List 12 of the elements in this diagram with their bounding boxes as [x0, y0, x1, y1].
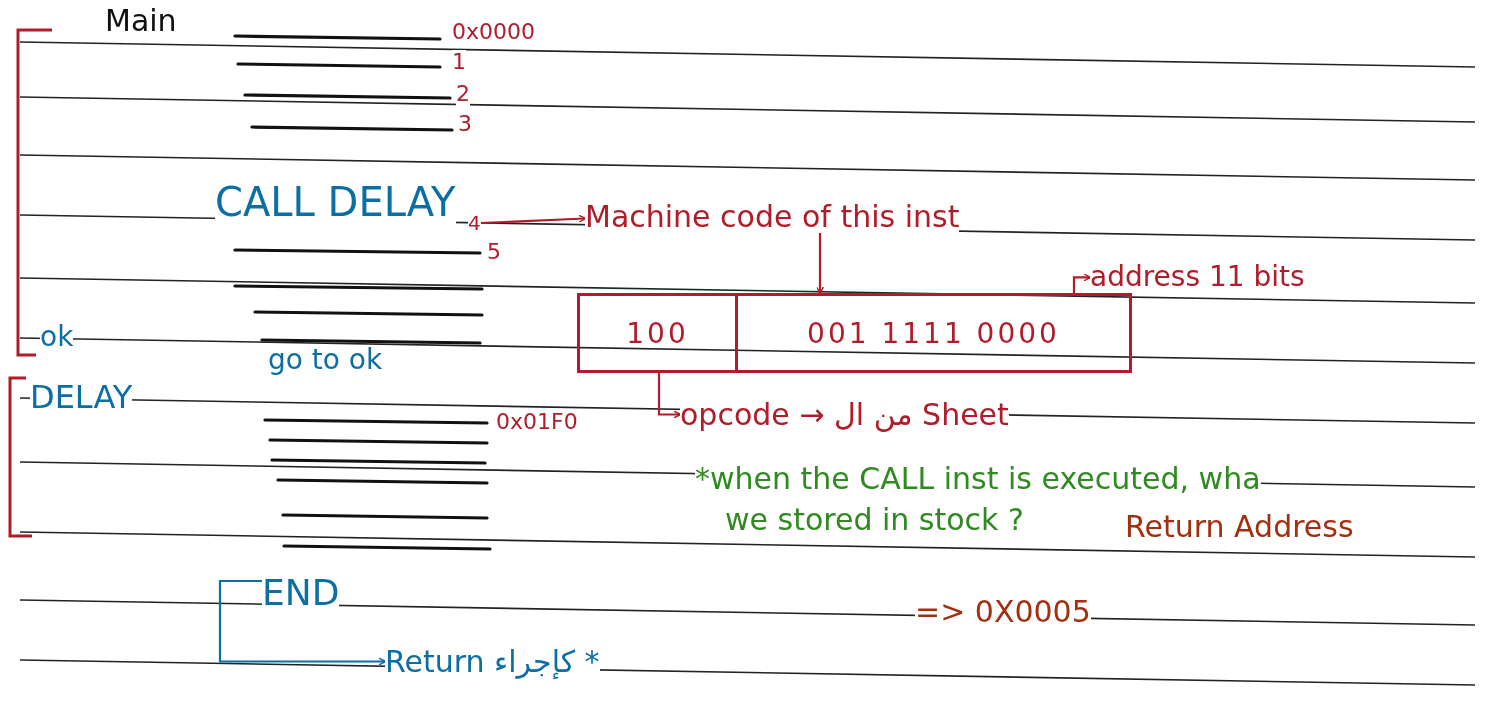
bit-field: 001 1111 0000 — [738, 296, 1129, 370]
arrow — [657, 373, 682, 419]
arrow — [480, 214, 587, 225]
answer-text: Return Address — [1125, 510, 1354, 543]
address-label: 2 — [456, 82, 470, 107]
note-text: we stored in stock ? — [725, 503, 1024, 536]
arrow — [1072, 273, 1092, 293]
arrow — [815, 233, 825, 295]
machine-code-box — [577, 293, 1132, 373]
arrow — [218, 579, 387, 666]
bit-field: 100 — [580, 296, 738, 370]
instruction-text: go to ok — [268, 345, 383, 376]
